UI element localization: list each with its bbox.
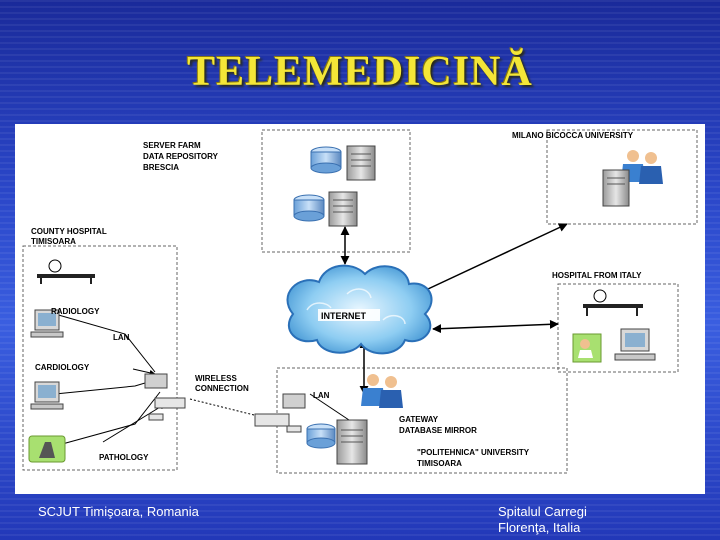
county-hospital-box xyxy=(22,245,178,471)
internet-label: INTERNET xyxy=(321,311,367,321)
server-farm-label-2: DATA REPOSITORY xyxy=(143,152,219,161)
wireless-access-point xyxy=(144,373,186,421)
gateway-label-2: DATABASE MIRROR xyxy=(399,426,477,435)
link-italy-internet xyxy=(432,319,559,334)
county-patient-bed-icon xyxy=(37,259,95,284)
server-farm-storage-2 xyxy=(293,191,358,227)
network-diagram: INTERNET xyxy=(22,129,698,474)
politehnica-label-2: TIMISOARA xyxy=(417,459,462,468)
gateway-label-1: GATEWAY xyxy=(399,415,439,424)
slide-title: TELEMEDICINĂ xyxy=(187,49,533,95)
cardiology-label: CARDIOLOGY xyxy=(35,363,90,372)
radiology-label: RADIOLOGY xyxy=(51,307,100,316)
network-diagram-panel: INTERNET xyxy=(15,124,705,494)
radiology-workstation xyxy=(30,309,64,338)
footer-right-line-1: Spitalul Carregi xyxy=(498,504,587,519)
internet-cloud: INTERNET xyxy=(286,264,433,355)
italy-workstation xyxy=(614,328,656,361)
milano-label: MILANO BICOCCA UNIVERSITY xyxy=(512,131,634,140)
server-farm-label-3: BRESCIA xyxy=(143,163,179,172)
arrow-pathology xyxy=(102,403,166,443)
lan-line-radiology xyxy=(54,313,156,373)
italy-doctor-icon xyxy=(572,333,602,363)
politehnica-doctors-icon xyxy=(361,374,403,408)
pathology-microscope-icon xyxy=(28,435,66,463)
footer-right-line-2: Florenţa, Italia xyxy=(498,520,581,535)
milano-box xyxy=(546,129,698,225)
footer-right-text: Spitalul Carregi Florenţa, Italia xyxy=(498,504,587,536)
link-milano-internet xyxy=(412,223,568,297)
politehnica-access-point xyxy=(254,393,306,433)
politehnica-label-1: "POLITEHNICA" UNIVERSITY xyxy=(417,448,530,457)
gateway-database-mirror xyxy=(306,419,368,465)
pathology-label: PATHOLOGY xyxy=(99,453,149,462)
wireless-label-1: WIRELESS xyxy=(195,374,237,383)
cardiology-workstation xyxy=(30,381,64,410)
wireless-label-2: CONNECTION xyxy=(195,384,249,393)
lan-line-cardiology xyxy=(54,379,156,395)
lan-right-label: LAN xyxy=(313,391,330,400)
milano-server xyxy=(602,169,630,207)
county-hospital-label-2: TIMISOARA xyxy=(31,237,76,246)
footer-left-text: SCJUT Timişoara, Romania xyxy=(38,504,199,519)
server-farm-label-1: SERVER FARM xyxy=(143,141,201,150)
county-hospital-label-1: COUNTY HOSPITAL xyxy=(31,227,107,236)
hospital-italy-label: HOSPITAL FROM ITALY xyxy=(552,271,642,280)
arrow-cardiology xyxy=(132,368,156,376)
italy-patient-bed-icon xyxy=(583,289,643,316)
lan-left-label: LAN xyxy=(113,333,130,342)
server-farm-storage xyxy=(310,145,376,181)
lan-line-right xyxy=(309,393,356,425)
lan-line-pathology xyxy=(54,391,161,447)
